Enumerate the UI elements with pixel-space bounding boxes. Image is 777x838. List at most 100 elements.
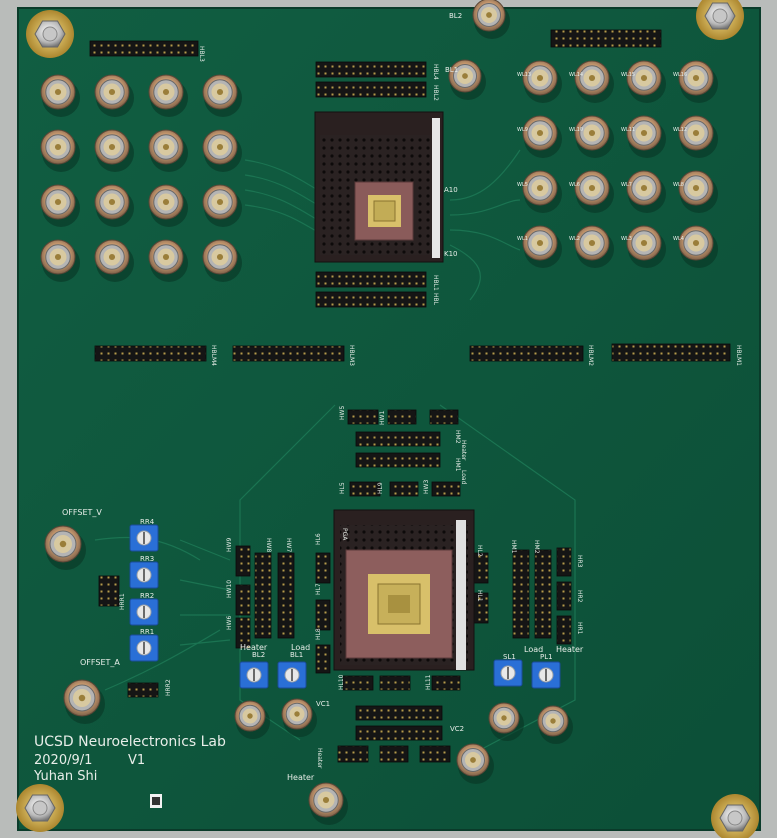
wl-labels: WL13 WL14 WL15 WL16 WL9 WL10 WL11 WL12 W… — [517, 72, 687, 242]
hl2-label: HL2 — [476, 545, 483, 557]
wl16-label: WL16 — [673, 72, 687, 78]
bnc-offset-v-pin — [59, 540, 67, 548]
hbl1-label: HBL1 — [432, 275, 439, 291]
bnc-bl1-pin — [294, 711, 300, 717]
header-hw9 — [235, 584, 251, 616]
bnc-bl2 — [234, 700, 270, 739]
heater-right-label: Heater — [556, 645, 584, 654]
bnc-left-r3c2 — [148, 239, 188, 282]
bnc-left-r0c2-pin — [162, 88, 170, 96]
bnc-left-r0c0 — [40, 74, 80, 117]
bnc-left-r3c3-pin — [216, 253, 224, 261]
hl10-label: HL10 — [338, 674, 345, 690]
bnc-bl1-top-pin — [462, 73, 468, 79]
trace-6 — [449, 229, 521, 251]
wl8-label: WL8 — [673, 182, 684, 188]
bnc-right-r1c2 — [626, 115, 666, 158]
trace-13 — [179, 579, 231, 591]
header-top-right — [550, 29, 662, 48]
hrr2-label: HRR2 — [165, 679, 172, 696]
header-hm2 — [355, 431, 441, 447]
bnc-heater-pin — [322, 796, 330, 804]
bnc-right-r0c1 — [574, 60, 614, 103]
hbl2-label: HBL2 — [432, 85, 439, 101]
hl1-label: HL1 — [476, 590, 483, 602]
bl1-label: BL1 — [290, 651, 303, 659]
sl1-label: SL1 — [503, 653, 516, 661]
header-hw10 — [235, 617, 251, 649]
pl1-label: PL1 — [540, 653, 553, 661]
header-hw6 — [347, 409, 379, 425]
heater-bottom-label: Heater — [287, 773, 315, 782]
header-hw-col — [277, 552, 295, 639]
bnc-right-r1c0-pin — [536, 129, 544, 137]
bnc-left-r3c0 — [40, 239, 80, 282]
bnc-right-r2c0-pin — [536, 184, 544, 192]
hblm1-label: HBLM1 — [735, 345, 742, 366]
bnc-bl2-pin — [247, 713, 253, 719]
heater-left-label: Heater — [240, 643, 268, 652]
hbl3-label: HBL3 — [198, 46, 205, 62]
trace-12 — [179, 539, 231, 561]
bnc-right-r0c3 — [678, 60, 718, 103]
bnc-left-r2c3 — [202, 184, 242, 227]
screw-head-1 — [712, 8, 728, 24]
header-hbl4 — [315, 61, 427, 78]
zif-socket-mid-lever — [456, 520, 466, 670]
bnc-right-r0c0-pin — [536, 74, 544, 82]
rotated-labels: HBL3 HBL4 HBL2 HBL1 HBL HBLM4 HBLM3 HBLM… — [119, 46, 742, 769]
hw5-label: HW5 — [339, 406, 346, 420]
header-hbl — [315, 291, 427, 308]
rr1-label: RR1 — [140, 628, 154, 636]
trace-2 — [244, 189, 319, 221]
bnc-left-r2c0-pin — [54, 198, 62, 206]
pot-rr1-slot — [143, 642, 145, 654]
bnc-left-r0c3-pin — [216, 88, 224, 96]
bnc-right-r3c1-pin — [588, 239, 596, 247]
header-hw1 — [429, 409, 459, 425]
wl6-label: WL6 — [569, 182, 580, 188]
bnc-right-r3c3-pin — [692, 239, 700, 247]
trace-3 — [244, 204, 319, 233]
hw1-label: HW1 — [379, 411, 386, 425]
header-hr2 — [556, 581, 572, 611]
bnc-right-r0c2 — [626, 60, 666, 103]
wl2-label: WL2 — [569, 236, 580, 242]
hblm3-label: HBLM3 — [348, 345, 355, 366]
header-hl5 — [349, 481, 381, 497]
rr4-label: RR4 — [140, 518, 155, 526]
hbl-label: HBL — [432, 293, 439, 306]
header-bottom-4 — [379, 745, 409, 763]
header-hblm3 — [232, 345, 345, 362]
header-hw5 — [387, 409, 417, 425]
hw9-label: HW9 — [226, 538, 233, 552]
vc2-label: VC2 — [450, 725, 464, 733]
load-right-label: Load — [524, 645, 543, 654]
trace-11 — [104, 629, 221, 691]
bnc-left-r1c0-pin — [54, 143, 62, 151]
header-hl10-a — [342, 675, 374, 691]
bnc-offset-a-pin — [78, 694, 86, 702]
hrr1-label: HRR1 — [119, 593, 126, 610]
bnc-right-r0c2-pin — [640, 74, 648, 82]
header-hr3 — [556, 547, 572, 577]
bnc-pl1-pin — [550, 718, 556, 724]
bnc-left-r0c2 — [148, 74, 188, 117]
wl15-label: WL15 — [621, 72, 635, 78]
bnc-right-r0c3-pin — [692, 74, 700, 82]
bnc-right-r3c3 — [678, 225, 718, 268]
bnc-left-r3c1 — [94, 239, 134, 282]
version-text: V1 — [128, 753, 145, 768]
wl9-label: WL9 — [517, 127, 528, 133]
header-hrr2 — [127, 682, 159, 698]
hl11-label: HL11 — [425, 674, 432, 690]
bnc-left-r1c1 — [94, 129, 134, 172]
bnc-right-r2c2-pin — [640, 184, 648, 192]
hw7-label: HW7 — [285, 538, 292, 552]
bnc-right-r2c1-pin — [588, 184, 596, 192]
bnc-right-r0c1-pin — [588, 74, 596, 82]
socket-k10-label: K10 — [444, 250, 458, 258]
load-left-label: Load — [291, 643, 310, 652]
bnc-bl1-top — [448, 59, 486, 100]
